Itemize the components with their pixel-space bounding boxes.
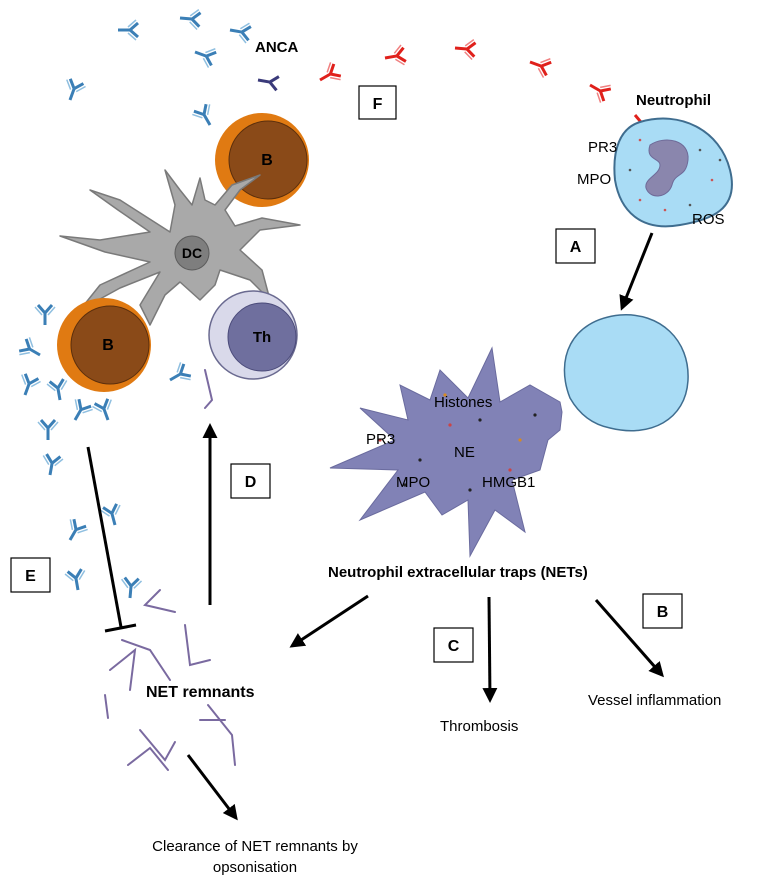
- th-label: Th: [253, 329, 271, 346]
- box-d-label: D: [245, 474, 257, 491]
- neutrophil-nucleus: [645, 139, 689, 197]
- box-e-label: E: [25, 568, 36, 585]
- histones-label: Histones: [434, 394, 492, 411]
- arrow-to-remnants: [289, 594, 369, 648]
- box-c: C: [433, 627, 474, 663]
- arrow-to-clearance: [186, 754, 238, 821]
- b-cell-bottom: B: [57, 298, 151, 392]
- box-a: A: [555, 228, 596, 264]
- dendritic-cell: DC: [59, 169, 301, 326]
- arrow-to-vessel-inflammation: [594, 599, 664, 678]
- box-c-label: C: [448, 638, 460, 655]
- net-body: [329, 314, 689, 558]
- hmgb1-label: HMGB1: [482, 474, 535, 491]
- ros-label: ROS: [692, 211, 725, 228]
- arrow-to-thrombosis: [482, 596, 498, 703]
- clearance-line-1: Clearance of NET remnants by: [152, 838, 358, 855]
- box-a-label: A: [570, 239, 582, 256]
- th-cell: Th: [208, 290, 298, 380]
- box-b: B: [642, 593, 683, 629]
- inhibition-e: [86, 446, 137, 633]
- pr3-label-top: PR3: [588, 139, 617, 156]
- navy-antibody: [255, 71, 281, 92]
- dc-label: DC: [182, 245, 202, 261]
- box-b-label: B: [657, 604, 669, 621]
- pr3-label-net: PR3: [366, 431, 395, 448]
- nets-title: Neutrophil extracellular traps (NETs): [328, 564, 588, 581]
- box-f: F: [358, 85, 397, 120]
- thrombosis-label: Thrombosis: [440, 718, 518, 735]
- vessel-inflammation-label: Vessel inflammation: [588, 692, 721, 709]
- net-remnants-label: NET remnants: [146, 684, 255, 701]
- box-f-label: F: [373, 96, 383, 113]
- arrow-neutrophil-to-net: [619, 232, 654, 311]
- box-e: E: [10, 557, 51, 593]
- b-cell-top-label: B: [261, 152, 273, 169]
- net-remnant-strands: [104, 369, 236, 771]
- b-cell-bottom-label: B: [102, 337, 114, 354]
- mpo-label-top: MPO: [577, 171, 611, 188]
- neutrophil-label: Neutrophil: [636, 92, 711, 109]
- ne-label: NE: [454, 444, 475, 461]
- blue-antibodies: [14, 6, 253, 601]
- box-d: D: [230, 463, 271, 499]
- mpo-label-net: MPO: [396, 474, 430, 491]
- neutrophil-cell: [613, 117, 733, 228]
- anca-label: ANCA: [255, 39, 298, 56]
- clearance-line-2: opsonisation: [213, 859, 297, 876]
